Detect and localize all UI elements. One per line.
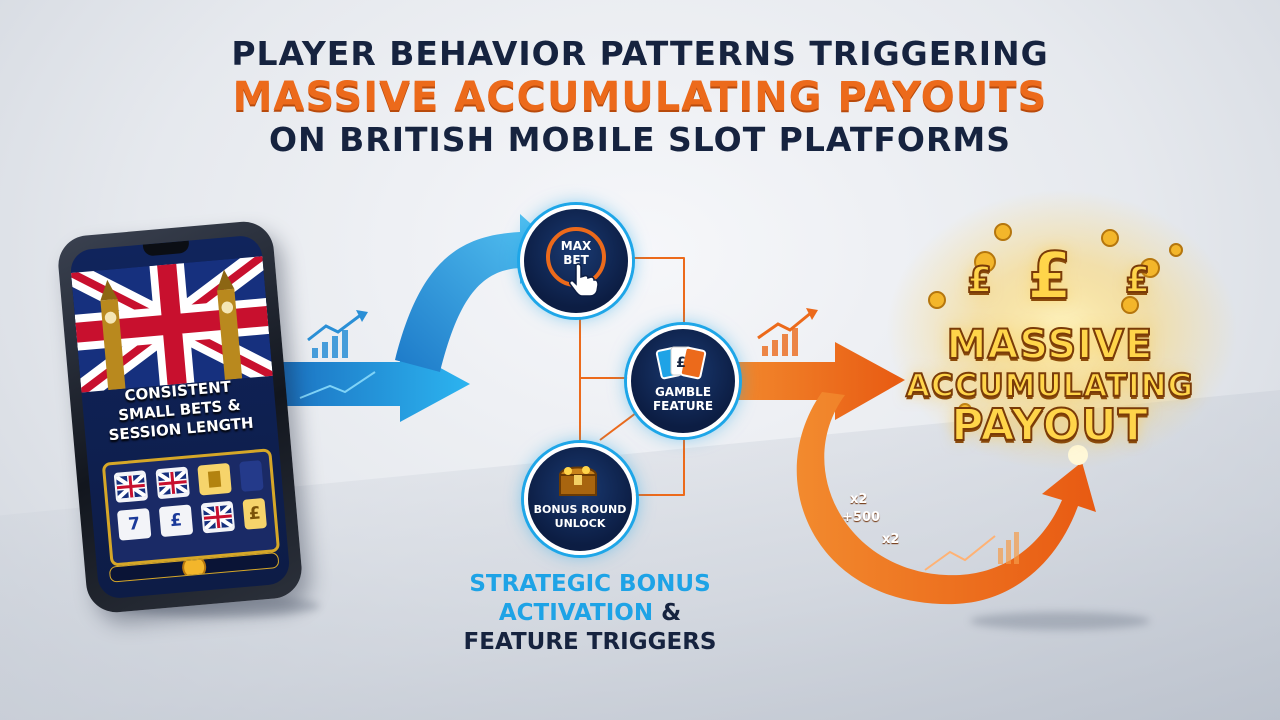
payout-line-3: PAYOUT	[950, 399, 1149, 452]
reel-symbol: £	[158, 504, 194, 538]
blue-trend-line	[299, 371, 376, 399]
max-bet-node: MAX BET	[520, 205, 632, 317]
max-bet-label-2: BET	[563, 253, 589, 267]
orange-arrow-straight	[728, 342, 905, 420]
strategic-line-1: STRATEGIC BONUS	[469, 571, 711, 597]
gamble-label-1: GAMBLE	[654, 385, 712, 399]
title-line-1: PLAYER BEHAVIOR PATTERNS TRIGGERING	[231, 34, 1049, 73]
max-bet-label-1: MAX	[560, 239, 592, 253]
title-line-3: ON BRITISH MOBILE SLOT PLATFORMS	[268, 120, 1012, 159]
pound-symbol-icon: £	[1026, 239, 1073, 315]
payout-shadow	[970, 612, 1150, 630]
node-connectors	[579, 257, 685, 496]
smartphone: CONSISTENT SMALL BETS & SESSION LENGTH 7…	[55, 219, 305, 615]
svg-text:£: £	[676, 355, 686, 371]
bonus-round-node: BONUS ROUND UNLOCK	[524, 443, 636, 555]
flag-icon	[200, 500, 236, 534]
phone-notch	[142, 240, 190, 257]
reel-symbol: £	[242, 497, 267, 530]
strategic-line-3: FEATURE TRIGGERS	[463, 629, 717, 655]
multiplier-label: x2	[850, 492, 868, 507]
flag-icon	[113, 470, 149, 503]
payout-line-2: ACCUMULATING	[905, 367, 1195, 405]
multiplier-label: x2	[882, 532, 900, 547]
hand-pointer-icon	[569, 263, 599, 297]
bar-symbol-icon	[197, 462, 232, 496]
pound-coin-right-icon: £	[1124, 259, 1152, 302]
payout-line-1: MASSIVE	[946, 321, 1154, 369]
pound-coin-left-icon: £	[966, 259, 994, 302]
multiplier-label: +500	[842, 510, 881, 525]
flag-icon	[155, 466, 190, 500]
orange-bar-chart-icon	[762, 328, 798, 356]
trend-up-icon	[307, 312, 363, 342]
orange-arrow-loop	[796, 392, 1096, 605]
strategic-line-2-highlight: ACTIVATION	[498, 600, 654, 626]
bar-chart-icon	[312, 330, 348, 358]
bonus-label-1: BONUS ROUND	[533, 503, 627, 516]
title-line-2: MASSIVE ACCUMULATING PAYOUTS	[232, 74, 1048, 120]
phone-screen: CONSISTENT SMALL BETS & SESSION LENGTH 7…	[69, 234, 291, 600]
slot-reels: 7 £ £	[101, 448, 281, 567]
treasure-chest-icon	[558, 466, 598, 496]
strategic-line-2-rest: &	[653, 600, 682, 626]
gamble-label-2: FEATURE	[652, 399, 714, 413]
strategic-caption: STRATEGIC BONUS ACTIVATION & FEATURE TRI…	[400, 570, 780, 657]
union-jack-flag-icon	[71, 256, 273, 393]
blue-arrow-arc	[395, 214, 560, 372]
gamble-feature-node: £ GAMBLE FEATURE	[627, 325, 739, 437]
reel-symbol: 7	[116, 508, 152, 541]
bonus-label-2: UNLOCK	[554, 517, 606, 530]
reel-edge	[239, 460, 264, 492]
playing-cards-icon: £	[655, 346, 707, 380]
coin-icons	[928, 223, 1183, 417]
